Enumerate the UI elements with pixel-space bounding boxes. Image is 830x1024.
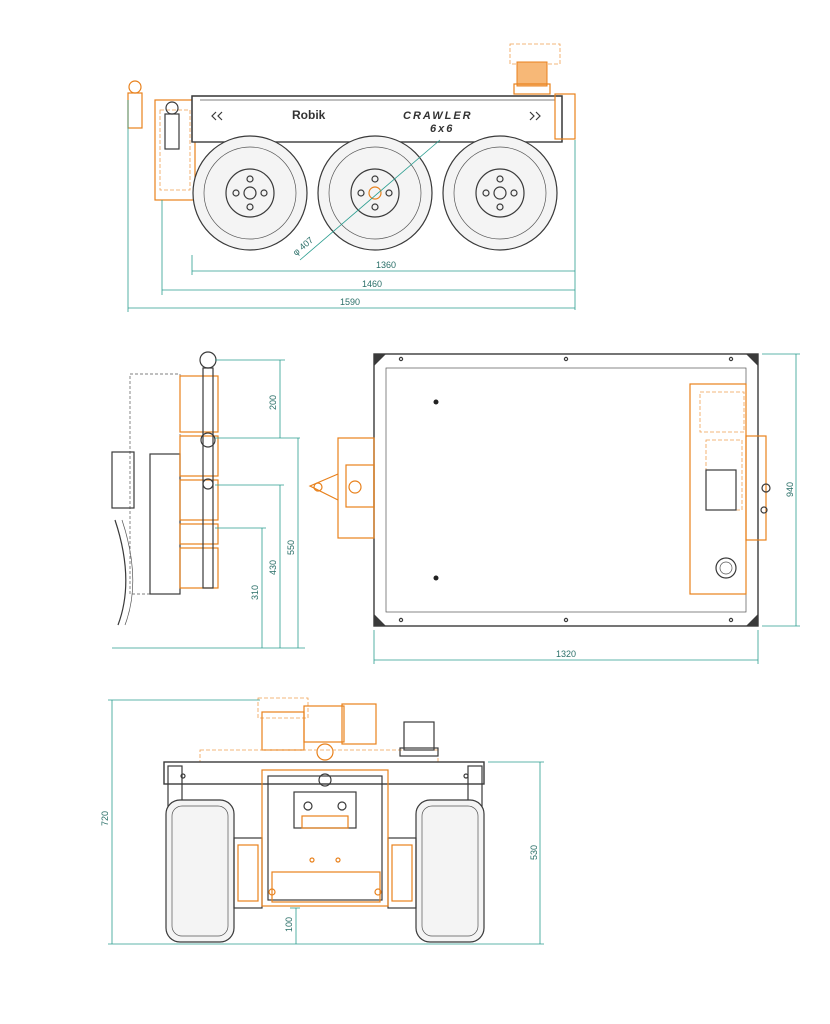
rear-hitch <box>127 80 196 201</box>
dim-940: 940 <box>785 482 795 497</box>
dim-530: 530 <box>529 845 539 860</box>
dim-550: 550 <box>286 540 296 555</box>
front-beacon <box>509 43 576 140</box>
wheel-front <box>442 135 558 251</box>
dim-1590: 1590 <box>340 297 360 307</box>
dim-430: 430 <box>268 560 278 575</box>
dim-100: 100 <box>284 917 294 932</box>
hitch-view: 200 550 430 310 <box>111 351 305 649</box>
side-view: Robik CRAWLER 6x6 <box>127 43 576 312</box>
model-name: CRAWLER <box>403 110 473 122</box>
chassis-body: Robik CRAWLER 6x6 <box>191 95 563 143</box>
brand-logo: Robik <box>292 108 326 122</box>
dim-200: 200 <box>268 395 278 410</box>
wheel-middle <box>317 135 433 251</box>
top-hitch-plate <box>308 437 375 539</box>
dim-720: 720 <box>100 811 110 826</box>
wheel-rear <box>192 135 308 251</box>
front-top-equipment <box>199 697 439 763</box>
dim-310: 310 <box>250 585 260 600</box>
dim-1360: 1360 <box>376 260 396 270</box>
dim-1320: 1320 <box>556 649 576 659</box>
dim-wheel-diameter: φ 407 <box>291 235 315 258</box>
model-config: 6x6 <box>430 123 454 135</box>
top-view: 1320 940 <box>308 353 800 664</box>
front-view: 720 530 100 <box>100 697 544 945</box>
dim-1460: 1460 <box>362 279 382 289</box>
top-front-equipment <box>689 383 771 595</box>
